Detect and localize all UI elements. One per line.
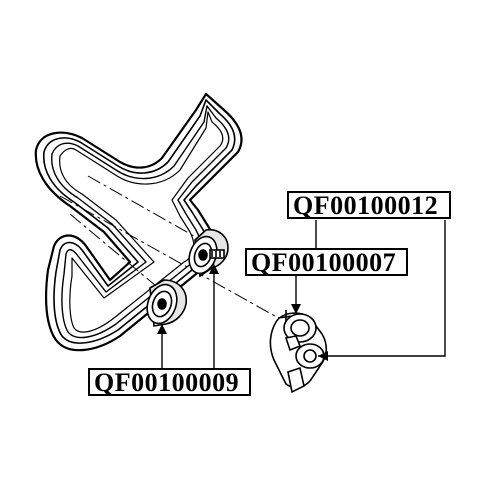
serpentine-belt [34, 92, 243, 352]
idler-pulley-lower [146, 279, 188, 327]
arrow-to-lower-idler [157, 324, 167, 334]
arrow-to-tensioner-pulley [291, 304, 301, 314]
arrow-to-tensioner [318, 351, 328, 361]
tensioner-assembly [269, 310, 328, 394]
part-number-tensioner-assembly: QF00100012 [287, 191, 451, 219]
arrow-to-upper-idler [209, 264, 219, 274]
idler-pulley-upper [188, 228, 229, 278]
arrowheads [157, 264, 328, 361]
part-number-idler-pulleys: QF00100009 [88, 368, 251, 396]
part-number-tensioner-pulley: QF00100007 [245, 248, 408, 276]
leader-lines [161, 220, 446, 368]
